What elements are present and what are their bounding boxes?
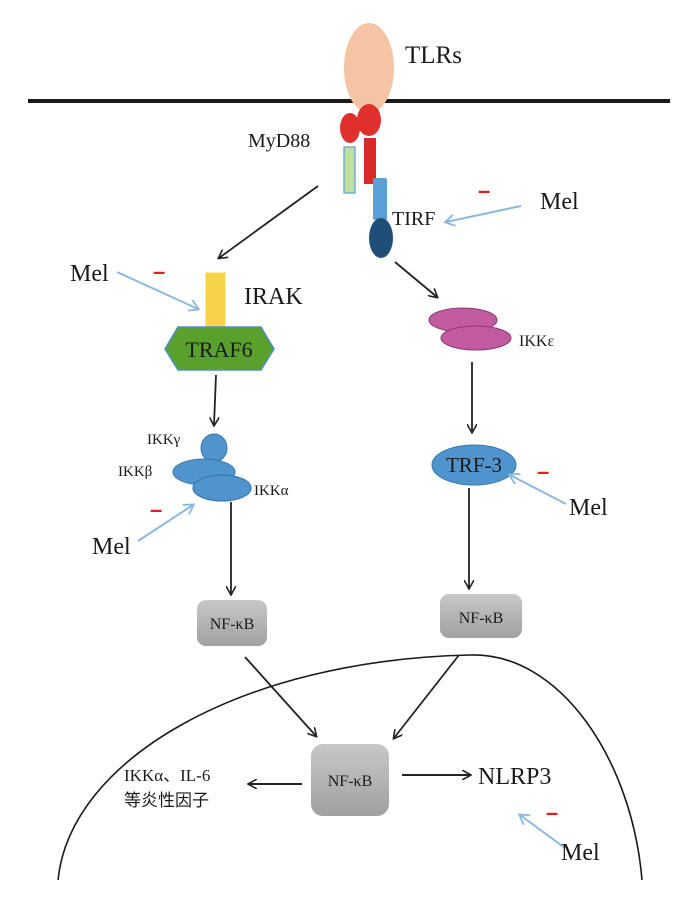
tirf-bar [373,178,387,220]
nfkb-box-left [197,600,267,646]
minus-sign-trf3: – [537,459,549,484]
arrow-nfkb-right-to-nucleus [394,654,460,738]
minus-sign-irak: – [153,259,165,284]
arrow-tirf-to-ikke [394,261,437,297]
mel-inhibit-arrow-tirf [446,205,522,222]
mel-label-trf3: Mel [569,495,608,521]
nuclear-membrane [57,654,643,881]
ikk-gamma-label: IKKγ [147,432,181,448]
nlrp3-label: NLRP3 [478,764,551,790]
nfkb-box-nucleus [311,744,389,816]
minus-sign-ikk: – [150,497,162,522]
myd88-ellipse-right [357,104,381,136]
myd88-red-bar [364,138,376,184]
ikk-alpha-label: IKKα [254,483,289,499]
myd88-green-bar [343,146,356,194]
mel-label-irak: Mel [70,261,109,287]
ikk-alpha-subunit [192,474,252,502]
myd88-ellipse-left [340,113,360,143]
nfkb-label-left: NF-κB [210,616,255,633]
minus-sign-tirf: – [478,178,490,203]
mel-label-ikk: Mel [92,534,131,560]
minus-sign-nlrp3: – [546,800,558,825]
mel-label-tirf: Mel [540,189,579,215]
tlr-receptor [344,23,394,113]
ikke-subunit-bottom [440,325,512,351]
myd88-label: MyD88 [248,130,310,152]
ikk-beta-label: IKKβ [118,464,152,480]
traf6-protein [164,326,275,371]
nfkb-label-right: NF-κB [459,610,504,627]
arrow-traf6-to-ikk [214,374,216,425]
mel-label-nlrp3: Mel [561,840,600,866]
irak-protein [204,271,227,329]
arrow-nfkb-left-to-nucleus [244,656,316,736]
tlrs-label: TLRs [405,42,462,69]
mel-inhibit-arrow-irak [116,271,198,309]
ikke-label: IKKε [519,333,554,350]
arrow-myd88-to-irak [219,185,319,258]
cytokines-label-line2: 等炎性因子 [124,791,209,810]
ikk-gamma-subunit [200,433,228,463]
mel-inhibit-arrow-trf3 [510,475,567,505]
mel-inhibit-arrow-nlrp3 [520,815,566,849]
mel-inhibit-arrow-ikk [137,505,193,542]
irak-label: IRAK [244,284,303,310]
nfkb-label-nucleus: NF-κB [328,773,373,790]
trf3-label: TRF-3 [446,453,502,477]
trf3-protein [431,444,517,486]
cytokines-label-line1: IKKα、IL-6 [124,766,210,785]
traf6-label: TRAF6 [185,337,252,362]
tirf-domain [369,218,393,258]
tirf-label: TIRF [392,208,435,230]
nfkb-box-right [440,594,522,638]
